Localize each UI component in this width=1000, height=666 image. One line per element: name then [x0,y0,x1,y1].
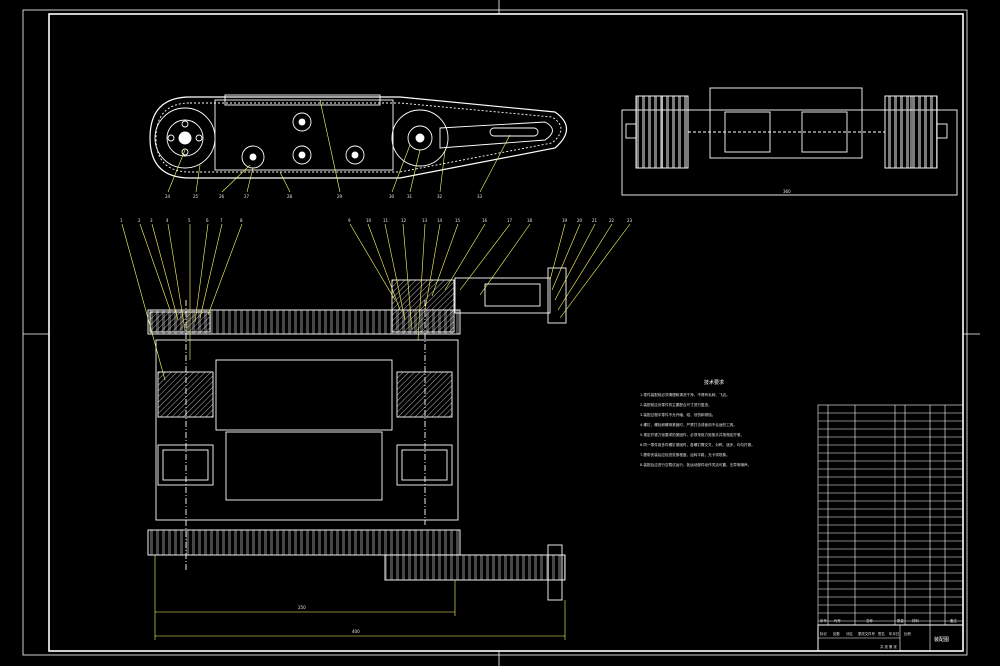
leader-label: 22 [609,218,615,223]
sign-label: 签名 [878,631,885,636]
leader-label: 29 [337,194,343,199]
title-block [817,404,964,652]
leader-label: 1 [120,218,123,223]
sign-label: 更改文件号 [858,631,876,636]
leader-label: 14 [437,218,443,223]
sign-label: 分区 [846,631,853,636]
leader-label: 10 [366,218,372,223]
header-label: 代号 [834,618,841,623]
leader-label: 25 [193,194,199,199]
dimension-label: 250 [298,605,306,610]
notes-title: 技术要求 [704,379,724,386]
note-line: 1.零件装配前必须清理和清洗干净，不得有毛刺、飞边。 [640,392,730,397]
drawing-frame [22,0,980,666]
dimension-labels: 360 250 400 [298,189,791,634]
leader-label: 23 [627,218,633,223]
sign-label: 标记 [820,631,827,636]
sign-label: 处数 [833,631,840,636]
leader-label: 3 [150,218,153,223]
top-view-chassis [621,87,958,196]
leader-label: 20 [577,218,583,223]
leader-label: 4 [166,218,169,223]
header-label: 材料 [912,618,919,623]
leader-label: 16 [482,218,488,223]
leader-label: 12 [401,218,407,223]
note-line: 8.装配后应进行空载试运行，各运动部件动作灵活可靠，无异常噪声。 [640,462,751,467]
note-line: 6.同一零件用多件螺钉紧固时，各螺钉需交叉、对称、逐步、均匀拧紧。 [640,442,755,447]
technical-notes: 技术要求 1.零件装配前必须清理和清洗干净，不得有毛刺、飞边。 2.装配前应对零… [640,379,755,467]
sign-label: 年月日 [889,631,899,636]
leader-label: 5 [188,218,191,223]
front-view-section [121,223,631,640]
drawing-name: 装配图 [934,636,949,643]
leader-label: 18 [527,218,533,223]
leader-label: 27 [244,194,250,199]
leader-label: 17 [507,218,513,223]
side-view-crawler [149,94,568,193]
header-label: 序号 [820,618,827,623]
header-label: 备注 [950,618,957,623]
scale-label: 比例 [904,631,911,636]
dimension-label: 400 [352,629,360,634]
note-line: 5.规定拧紧力矩要求的紧固件，必须采用力矩扳手并按规定拧紧。 [640,432,744,437]
title-block-text: 序号 代号 名称 数量 材料 备注 标记 处数 分区 更改文件号 签名 年月日 … [820,618,957,649]
note-line: 4.螺钉、螺栓和螺母紧固时，严禁打击或使用不合适的工具。 [640,422,737,427]
leader-label: 7 [220,218,223,223]
leader-label: 8 [240,218,243,223]
header-label: 名称 [866,618,873,623]
leader-label: 31 [407,194,413,199]
leader-label: 13 [422,218,428,223]
leader-label: 19 [562,218,568,223]
leader-label: 9 [348,218,351,223]
leader-label: 15 [455,218,461,223]
leader-label: 30 [389,194,395,199]
note-line: 3.装配过程中零件不允许磕、碰、划伤和锈蚀。 [640,412,715,417]
leader-label: 32 [437,194,443,199]
leader-label: 11 [383,218,389,223]
note-line: 7.履带安装后应检查张紧程度，运转平稳，无卡滞现象。 [640,452,730,457]
header-label: 数量 [897,618,904,623]
leader-label: 26 [219,194,225,199]
sheet-label: 共 张 第 张 [880,644,897,649]
leader-labels: 1 2 3 4 5 6 7 8 9 10 11 12 13 14 15 16 1… [120,194,633,223]
leader-label: 6 [206,218,209,223]
leader-label: 21 [592,218,598,223]
note-line: 2.装配前应对零件的主要配合尺寸进行复查。 [640,402,712,407]
leader-label: 24 [165,194,171,199]
leader-label: 28 [287,194,293,199]
leader-label: 33 [477,194,483,199]
leader-label: 2 [138,218,141,223]
dimension-label: 360 [783,189,791,194]
